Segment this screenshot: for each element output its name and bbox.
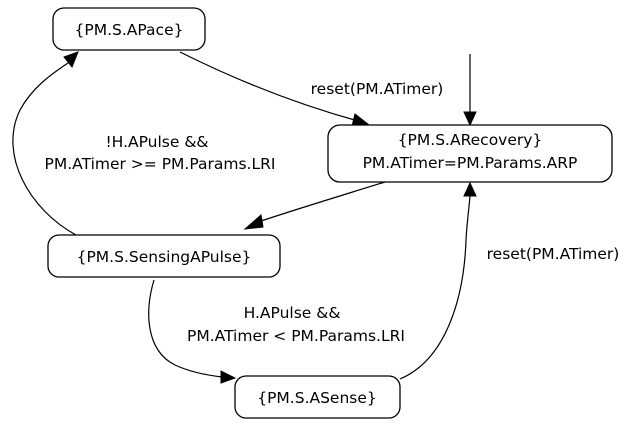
node-arecovery-box [327,124,613,183]
edge-asense-to-arecovery-label: reset(PM.ATimer) [487,245,620,263]
initial-transition-arrowhead [463,111,477,127]
edge-asense-to-arecovery-line [399,195,471,380]
edge-sensing-to-apace-label-line1: !H.APulse && [105,133,208,151]
node-arecovery[interactable]: {PM.S.ARecovery} PM.ATimer=PM.Params.ARP [327,124,613,183]
node-asense[interactable]: {PM.S.ASense} [234,375,401,419]
edge-asense-to-arecovery-arrowhead [463,181,477,197]
edge-sensing-to-asense-arrowhead [220,370,237,384]
edge-apace-to-arecovery-label: reset(PM.ATimer) [311,80,444,98]
edge-sensing-to-apace-line [12,62,77,236]
node-sensing-apulse-label: {PM.S.SensingAPulse} [77,248,252,266]
nodes: {PM.S.APace} {PM.S.ARecovery} PM.ATimer=… [47,7,613,419]
edges [12,51,477,384]
node-asense-box [234,375,401,419]
node-apace-box [52,7,206,51]
edge-sensing-to-apace-arrowhead [63,51,79,68]
edge-sensing-to-apace-label-line2: PM.ATimer >= PM.Params.LRI [45,155,276,173]
edge-labels: reset(PM.ATimer) !H.APulse && PM.ATimer … [45,80,620,345]
edge-apace-to-arecovery-line [179,51,359,122]
edge-sensing-to-asense-line [148,279,223,378]
edge-apace-to-arecovery-arrowhead [351,113,371,127]
node-arecovery-action: PM.ATimer=PM.Params.ARP [363,154,578,172]
node-sensing-apulse[interactable]: {PM.S.SensingAPulse} [47,234,281,278]
edge-arecovery-to-sensing-line [257,181,386,223]
node-apace-label: {PM.S.APace} [75,21,184,39]
node-apace[interactable]: {PM.S.APace} [52,7,206,51]
node-asense-label: {PM.S.ASense} [257,389,377,407]
edge-arecovery-to-sensing-arrowhead [243,214,264,230]
node-sensing-apulse-box [47,234,281,278]
edge-sensing-to-asense-label-line2: PM.ATimer < PM.Params.LRI [187,327,405,345]
node-arecovery-label: {PM.S.ARecovery} [398,131,543,149]
edge-sensing-to-asense-label-line1: H.APulse && [244,304,341,322]
